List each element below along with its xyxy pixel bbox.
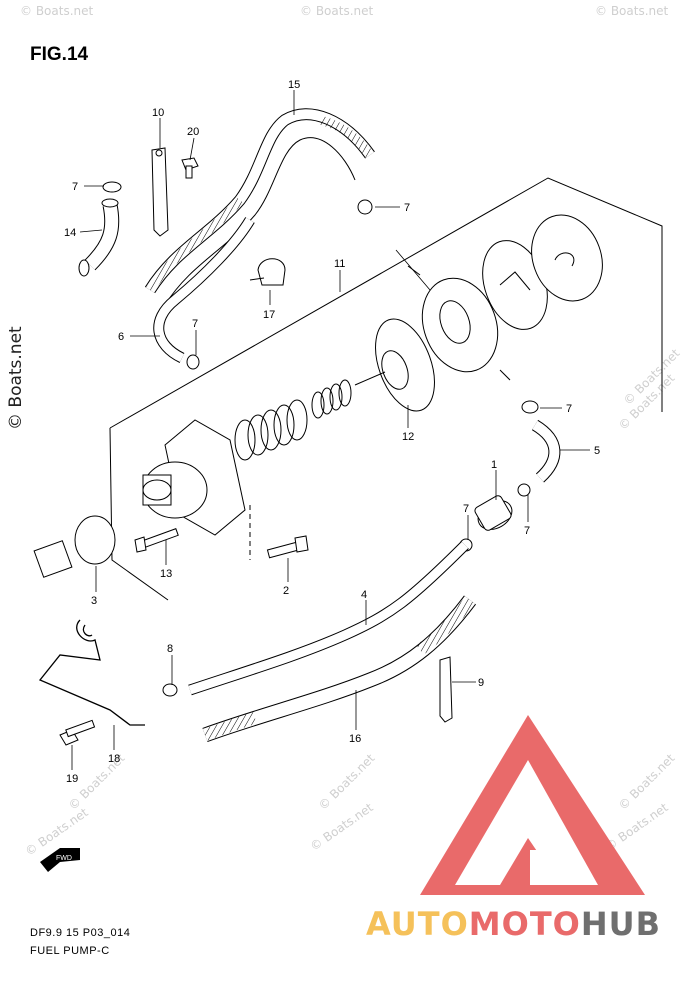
valve-cover <box>531 214 603 302</box>
leader-lines <box>71 90 590 770</box>
callout-2: 2 <box>283 585 289 597</box>
hose-16 <box>202 595 476 743</box>
bolt-2 <box>266 535 309 559</box>
hose-5 <box>531 419 561 483</box>
diaphragm-12 <box>354 318 435 412</box>
callout-10: 10 <box>152 107 164 119</box>
watermark: © Boats.net <box>20 4 94 18</box>
callout-11: 11 <box>334 258 345 270</box>
filter-element-3 <box>33 515 116 578</box>
callout-5: 5 <box>594 445 600 457</box>
spring-large <box>234 399 308 461</box>
brand-logo-mark <box>420 715 645 895</box>
watermark: © Boats.net <box>595 4 669 18</box>
callout-4: 4 <box>361 589 367 601</box>
callout-7: 7 <box>463 503 469 515</box>
clamp-7 <box>102 181 539 697</box>
brand-part-3: HUB <box>580 905 662 943</box>
watermark: © Boats.net <box>300 4 374 18</box>
callout-9: 9 <box>478 677 484 689</box>
callout-13: 13 <box>160 568 172 580</box>
hose-14 <box>78 198 120 277</box>
spring-small <box>311 379 352 419</box>
callout-6: 6 <box>118 331 124 343</box>
callout-7: 7 <box>524 525 530 537</box>
callout-7: 7 <box>192 318 198 330</box>
bolt-19 <box>59 719 96 746</box>
brand-wordmark: AUTOMOTOHUB <box>366 905 661 943</box>
callout-14: 14 <box>64 227 76 239</box>
pump-cover <box>407 265 511 381</box>
callout-19: 19 <box>66 773 78 785</box>
brand-part-2: MOTO <box>468 905 581 943</box>
bolt-20 <box>181 157 199 179</box>
diagram-name: FUEL PUMP-C <box>30 945 110 957</box>
callout-labels: 15 10 20 7 7 14 11 17 6 7 7 5 12 1 7 7 1… <box>64 79 600 785</box>
callout-16: 16 <box>349 733 361 745</box>
bolt-13 <box>134 528 179 553</box>
callout-3: 3 <box>91 595 97 607</box>
callout-15: 15 <box>288 79 300 91</box>
callout-17: 17 <box>263 309 275 321</box>
callout-18: 18 <box>108 753 120 765</box>
hose-6 <box>153 217 255 363</box>
callout-8: 8 <box>167 643 173 655</box>
callout-7: 7 <box>72 181 78 193</box>
bracket-18 <box>38 619 145 726</box>
fwd-arrow-icon: FWD <box>40 848 80 872</box>
diagram-code: DF9.9 15 P03_014 <box>30 927 131 939</box>
tie-strap-9 <box>439 656 453 723</box>
hose-4 <box>188 541 469 696</box>
callout-20: 20 <box>187 126 199 138</box>
svg-text:FWD: FWD <box>56 855 72 862</box>
brand-part-1: AUTO <box>366 905 469 943</box>
hose-15 <box>144 108 375 306</box>
tie-strap-10 <box>151 147 169 237</box>
callout-7: 7 <box>566 403 572 415</box>
pump-body-13 <box>142 419 246 536</box>
figure-title: FIG.14 <box>30 44 89 65</box>
assembly-frame <box>109 177 663 601</box>
callout-12: 12 <box>402 431 414 443</box>
callout-7: 7 <box>404 202 410 214</box>
callout-1: 1 <box>491 459 497 471</box>
fuel-filter-1 <box>474 495 513 531</box>
clip-17 <box>249 258 286 286</box>
